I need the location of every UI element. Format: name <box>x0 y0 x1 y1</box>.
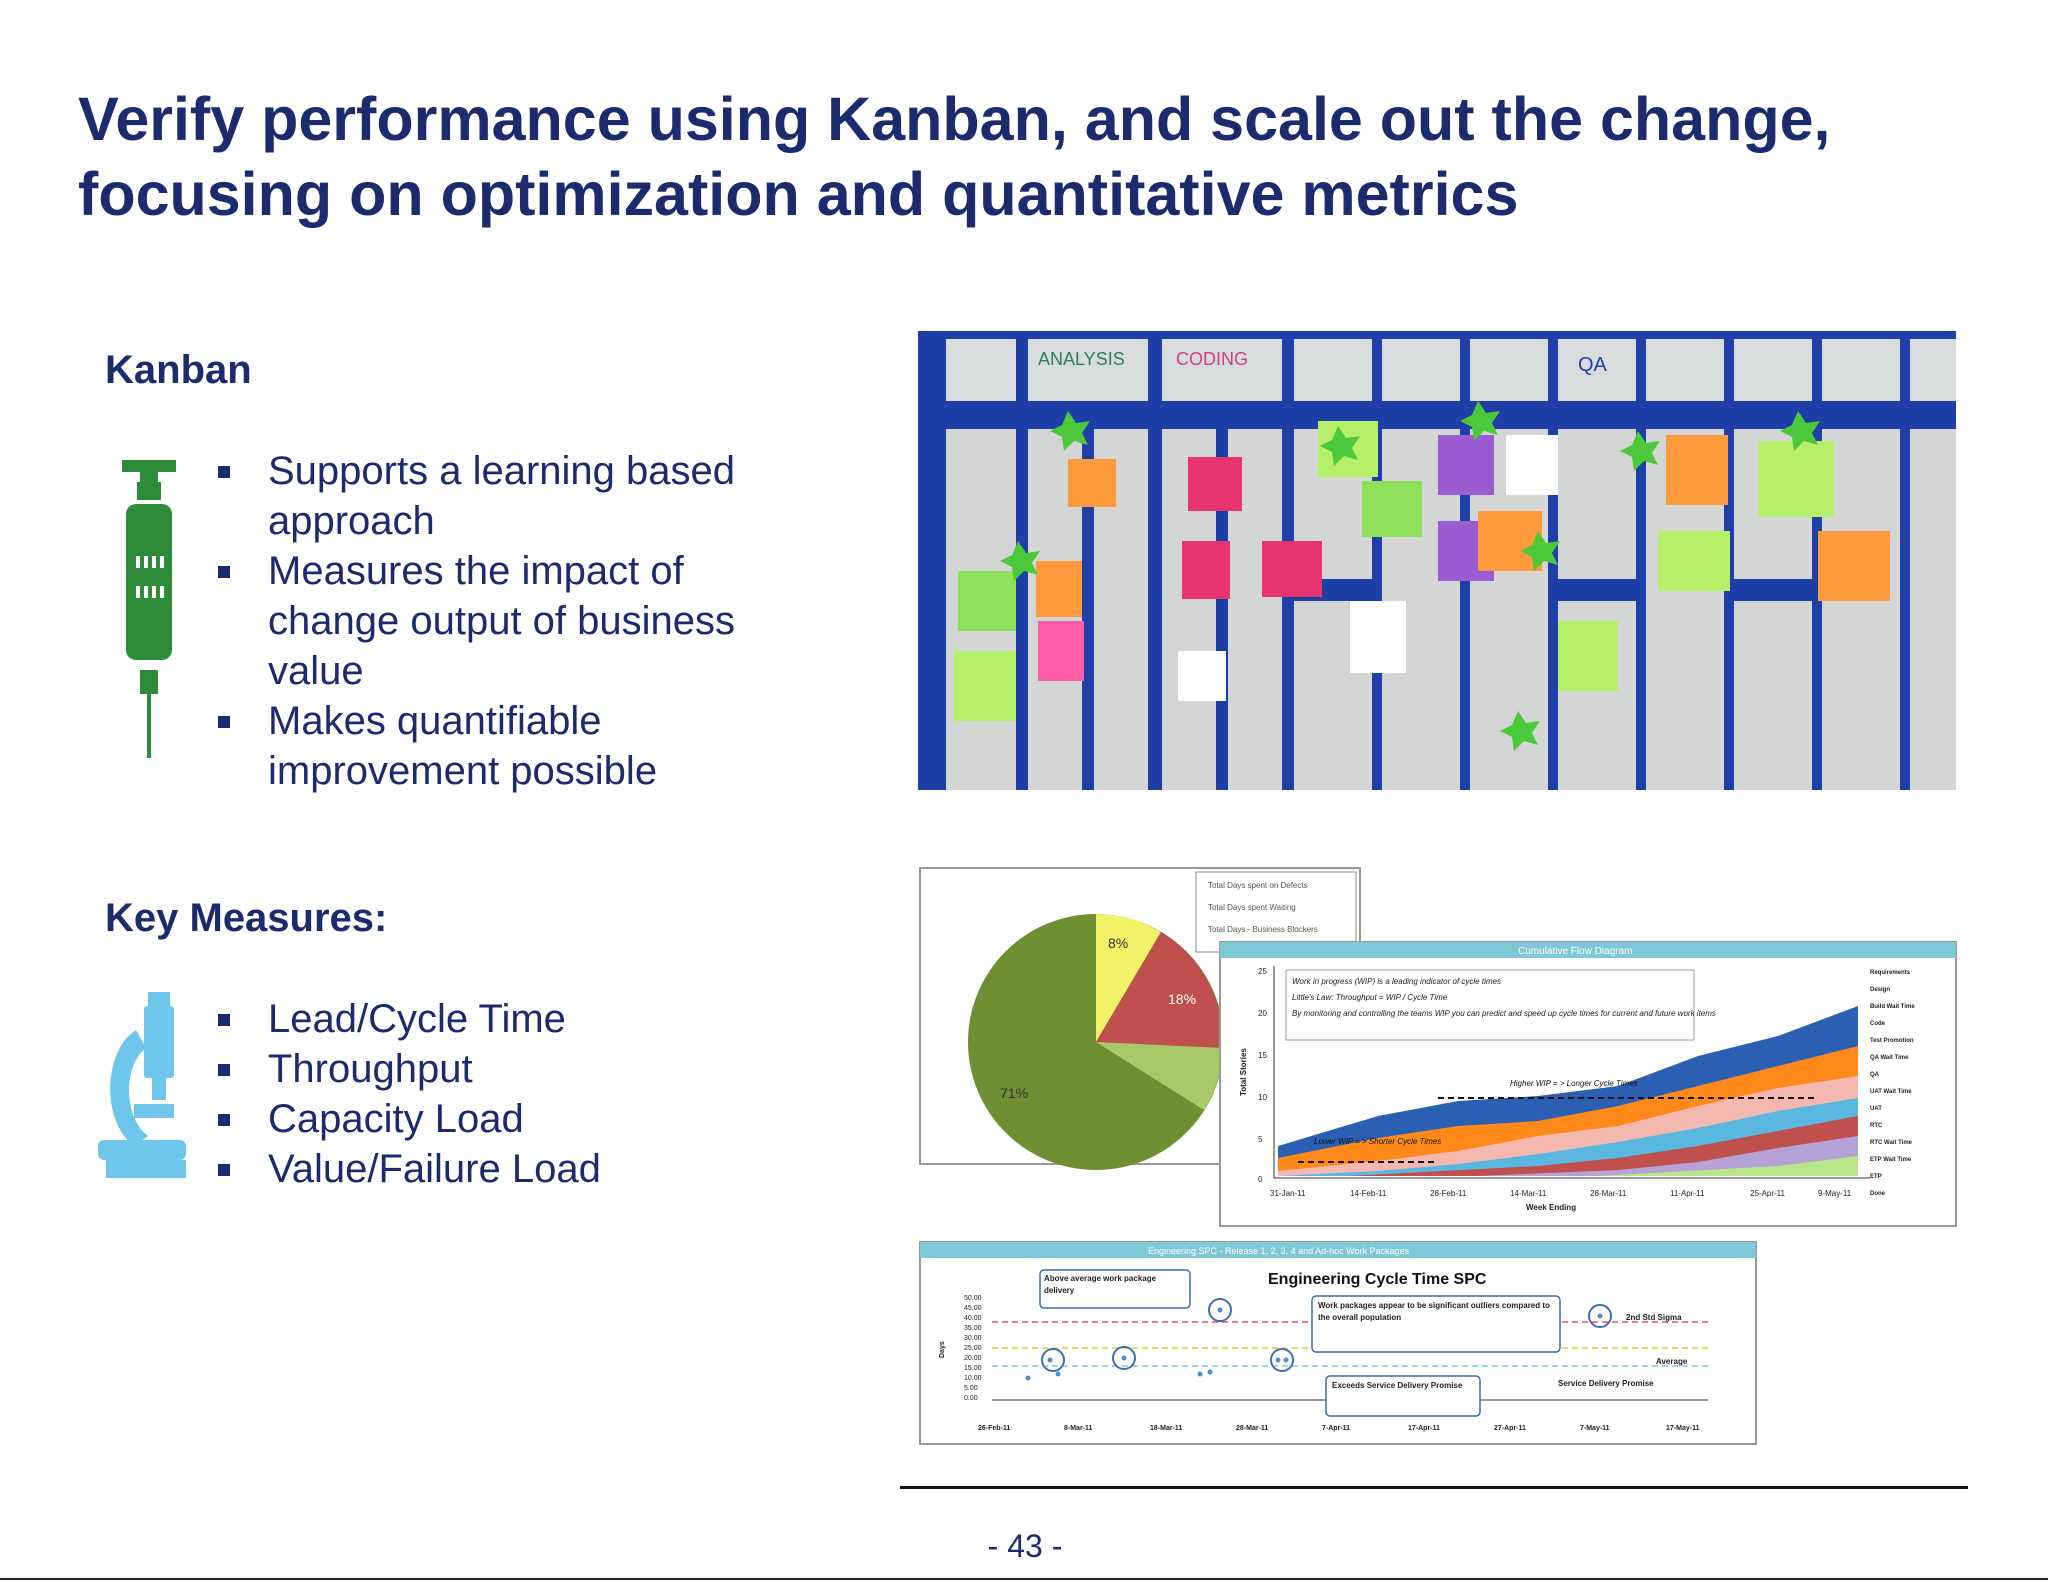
cfd-y-tick: 10 <box>1258 1093 1267 1102</box>
cfd-ylabel: Total Stories <box>1239 1048 1248 1096</box>
cfd-legend-item: Test Promotion <box>1870 1038 1914 1044</box>
spc-line-label: Average <box>1656 1357 1688 1366</box>
cfd-legend-item: RTC Wait Time <box>1870 1140 1913 1146</box>
slide-title: Verify performance using Kanban, and sca… <box>78 85 1831 228</box>
spc-x-tick: 7-May-11 <box>1580 1425 1610 1432</box>
kanban-bullet: Supports a learning based approach <box>218 446 798 546</box>
spc-x-tick: 8-Mar-11 <box>1064 1425 1093 1432</box>
cfd-legend-item: Build Wait Time <box>1870 1004 1915 1010</box>
cfd-legend-item: Done <box>1870 1191 1886 1197</box>
spc-x-tick: 7-Apr-11 <box>1322 1425 1350 1432</box>
cfd-x-tick: 14-Mar-11 <box>1510 1189 1547 1198</box>
cfd-legend-item: UAT Wait Time <box>1870 1089 1912 1095</box>
measures-bullet-list: Lead/Cycle Time Throughput Capacity Load… <box>218 994 798 1194</box>
syringe-icon <box>122 460 176 758</box>
cfd-legend-item: ETP Wait Time <box>1870 1157 1912 1163</box>
pie-label-8: 8% <box>1108 935 1128 951</box>
spc-callout-above-average: Above average work package delivery <box>1044 1274 1157 1295</box>
spc-y-tick: 30.00 <box>964 1335 982 1342</box>
pie-legend-item: Total Days - Business Blockers <box>1208 925 1318 934</box>
cfd-lower-wip: Lower WIP = > Shorter Cycle Times <box>1314 1137 1441 1146</box>
cfd-note: By monitoring and controlling the teams … <box>1292 1009 1716 1018</box>
cfd-y-tick: 20 <box>1258 1009 1267 1018</box>
kanban-bullet-list: Supports a learning based approach Measu… <box>218 446 798 796</box>
measures-heading: Key Measures: <box>105 896 388 940</box>
spc-x-tick: 17-Apr-11 <box>1408 1425 1440 1432</box>
spc-y-tick: 10.00 <box>964 1375 982 1382</box>
spc-x-tick: 26-Feb-11 <box>978 1425 1010 1432</box>
spc-line-label: Service Delivery Promise <box>1558 1379 1654 1388</box>
bottom-border <box>0 1578 2048 1580</box>
cfd-higher-wip: Higher WIP = > Longer Cycle Times <box>1510 1079 1638 1088</box>
footer-rule <box>900 1486 1968 1489</box>
kanban-board-illustration: ANALYSIS CODING QA <box>918 331 1956 790</box>
spc-banner: Engineering SPC - Release 1, 2, 3, 4 and… <box>1148 1246 1409 1256</box>
cfd-x-tick: 28-Mar-11 <box>1590 1189 1627 1198</box>
pie-slice-red <box>1096 932 1224 1048</box>
cfd-legend-item: QA <box>1870 1072 1880 1078</box>
spc-y-tick: 40.00 <box>964 1315 982 1322</box>
measure-bullet: Lead/Cycle Time <box>218 994 798 1044</box>
cfd-y-tick: 25 <box>1258 967 1267 976</box>
spc-y-tick: 15.00 <box>964 1365 982 1372</box>
kanban-heading: Kanban <box>105 348 252 392</box>
spc-y-tick: 35.00 <box>964 1325 982 1332</box>
pie-legend-item: Total Days spent Waiting <box>1208 903 1296 912</box>
cfd-note: Little's Law: Throughput = WIP / Cycle T… <box>1292 993 1448 1002</box>
spc-x-tick: 17-May-11 <box>1666 1425 1700 1432</box>
measure-bullet: Value/Failure Load <box>218 1144 798 1194</box>
spc-y-tick: 0.00 <box>964 1395 978 1402</box>
cfd-y-tick: 5 <box>1258 1135 1263 1144</box>
cfd-x-tick: 28-Feb-11 <box>1430 1189 1467 1198</box>
spc-chart: Engineering SPC - Release 1, 2, 3, 4 and… <box>919 1241 1757 1445</box>
spc-line-label: 2nd Std Sigma <box>1626 1313 1682 1322</box>
pie-label-18: 18% <box>1168 991 1196 1007</box>
pie-label-71: 71% <box>1000 1085 1028 1101</box>
cfd-legend-item: Requirements <box>1870 970 1911 976</box>
spc-x-tick: 18-Mar-11 <box>1150 1425 1182 1432</box>
cfd-x-tick: 9-May-11 <box>1818 1189 1852 1198</box>
cfd-legend-item: RTC <box>1870 1123 1883 1129</box>
cfd-x-tick: 25-Apr-11 <box>1750 1189 1786 1198</box>
spc-callout-outliers: Work packages appear to be significant o… <box>1318 1301 1550 1322</box>
pie-slice-yellow <box>1096 914 1161 1042</box>
board-header-analysis: ANALYSIS <box>1038 349 1125 369</box>
cfd-title: Cumulative Flow Diagram <box>1518 946 1632 957</box>
board-header-qa: QA <box>1578 354 1608 376</box>
pie-legend-item: Total Days spent on Defects <box>1208 881 1308 890</box>
spc-y-tick: 5.00 <box>964 1385 978 1392</box>
cfd-legend-item: Code <box>1870 1021 1886 1027</box>
cfd-legend-item: ETP <box>1870 1174 1882 1180</box>
page-number: - 43 - <box>987 1528 1063 1564</box>
cfd-xlabel: Week Ending <box>1526 1203 1576 1212</box>
cfd-x-tick: 14-Feb-11 <box>1350 1189 1387 1198</box>
measure-bullet: Throughput <box>218 1044 798 1094</box>
spc-x-tick: 27-Apr-11 <box>1494 1425 1526 1432</box>
cfd-legend-item: QA Wait Time <box>1870 1055 1909 1061</box>
spc-y-tick: 50.00 <box>964 1295 982 1302</box>
cfd-y-tick: 15 <box>1258 1051 1267 1060</box>
cfd-x-tick: 31-Jan-11 <box>1270 1189 1306 1198</box>
cfd-x-tick: 11-Apr-11 <box>1670 1189 1705 1198</box>
cfd-y-tick: 0 <box>1258 1175 1263 1184</box>
cfd-and-pie-charts: 8% 18% 71% Total Days spent on Defects T… <box>919 867 1957 1227</box>
cfd-note: Work in progress (WIP) is a leading indi… <box>1292 977 1501 986</box>
measure-bullet: Capacity Load <box>218 1094 798 1144</box>
spc-y-tick: 45.00 <box>964 1305 982 1312</box>
spc-title: Engineering Cycle Time SPC <box>1268 1271 1487 1288</box>
cfd-legend-item: UAT <box>1870 1106 1882 1112</box>
cfd-legend-item: Design <box>1870 987 1890 993</box>
spc-y-tick: 20.00 <box>964 1355 982 1362</box>
spc-x-tick: 28-Mar-11 <box>1236 1425 1268 1432</box>
spc-callout-exceeds: Exceeds Service Delivery Promise <box>1332 1381 1463 1390</box>
microscope-icon <box>98 992 186 1178</box>
kanban-board-photo: ANALYSIS CODING QA <box>918 331 1956 790</box>
kanban-bullet: Makes quantifiable improvement possible <box>218 696 798 796</box>
spc-y-tick: 25.00 <box>964 1345 982 1352</box>
spc-ylabel: Days <box>939 1341 946 1358</box>
board-header-coding: CODING <box>1176 349 1248 369</box>
kanban-bullet: Measures the impact of change output of … <box>218 546 798 696</box>
